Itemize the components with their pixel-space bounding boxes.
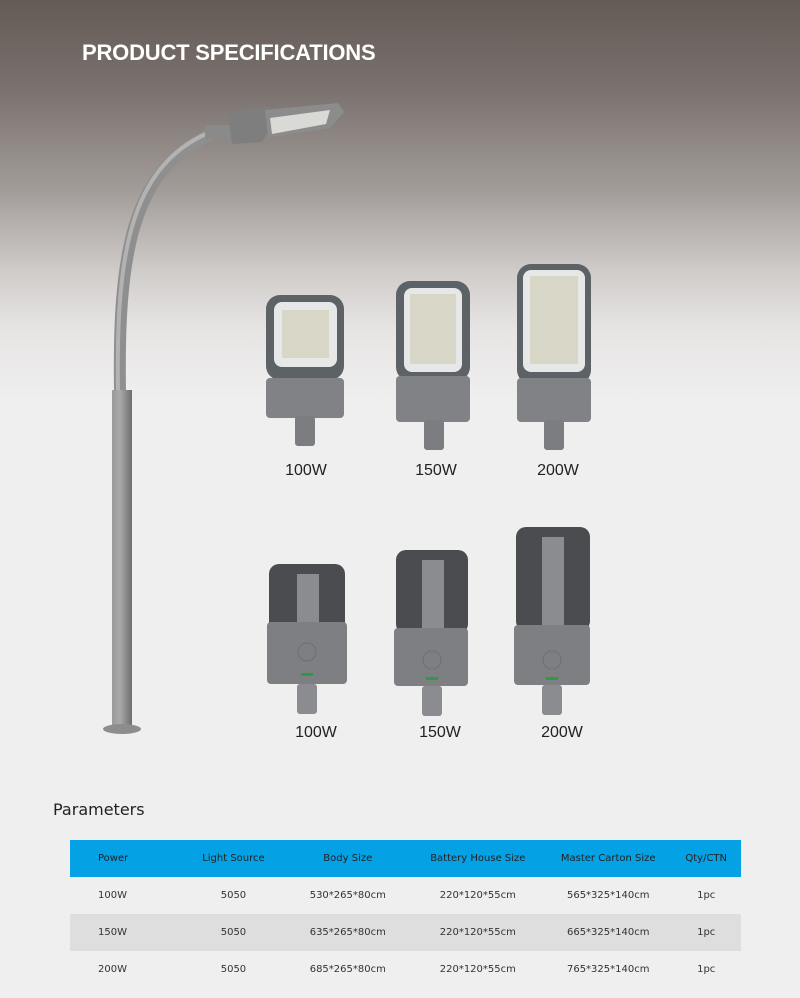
cell-master-carton-size: 565*325*140cm [566,890,650,901]
front-label-150w: 150W [415,462,457,479]
front-view-200w-image [517,264,591,450]
cell-light-source: 5050 [181,914,285,951]
cell-master-carton-size: 765*325*140cm [566,964,650,975]
table-row: 100W 5050 530*265*80cm 220*120*55cm 565*… [70,877,741,914]
column-header-battery-house-size: Battery House Size [410,840,546,877]
cell-battery-house-size: 220*120*55cm [410,914,546,951]
back-view-150w-image [394,550,468,716]
back-label-200w: 200W [541,724,583,741]
table-header-row: Power Light Source Body Size Battery Hou… [70,840,741,877]
table-row: 150W 5050 635*265*80cm 220*120*55cm 665*… [70,914,741,951]
table-row: 200W 5050 685*265*80cm 220*120*55cm 765*… [70,951,741,988]
cell-master-carton-size: 665*325*140cm [545,914,672,951]
cell-body-size: 685*265*80cm [309,964,386,975]
cell-qty-ctn: 1pc [697,890,716,901]
back-label-150w: 150W [419,724,461,741]
parameters-table: Power Light Source Body Size Battery Hou… [70,840,741,988]
cell-light-source: 5050 [220,890,247,901]
cell-qty-ctn: 1pc [697,964,716,975]
cell-power: 100W [98,890,127,901]
column-header-body-size: Body Size [284,840,411,877]
column-header-qty-ctn: Qty/CTN [671,840,741,877]
front-view-100w-image [266,295,344,446]
cell-body-size: 635*265*80cm [284,914,411,951]
column-header-power: Power [70,840,182,877]
back-view-100w-image [267,564,347,714]
front-label-200w: 200W [537,462,579,479]
cell-qty-ctn: 1pc [671,914,741,951]
back-view-200w-image [514,527,590,715]
cell-body-size: 530*265*80cm [309,890,386,901]
back-label-100w: 100W [295,724,337,741]
page-title: PRODUCT SPECIFICATIONS [82,40,376,65]
cell-power: 200W [98,964,127,975]
column-header-light-source: Light Source [181,840,285,877]
parameters-heading: Parameters [53,800,145,819]
cell-power: 150W [70,914,182,951]
cell-battery-house-size: 220*120*55cm [439,964,516,975]
cell-battery-house-size: 220*120*55cm [439,890,516,901]
front-view-150w-image [396,281,470,450]
front-label-100w: 100W [285,462,327,479]
street-light-pole-image [103,103,344,734]
cell-light-source: 5050 [220,964,247,975]
column-header-master-carton-size: Master Carton Size [545,840,672,877]
